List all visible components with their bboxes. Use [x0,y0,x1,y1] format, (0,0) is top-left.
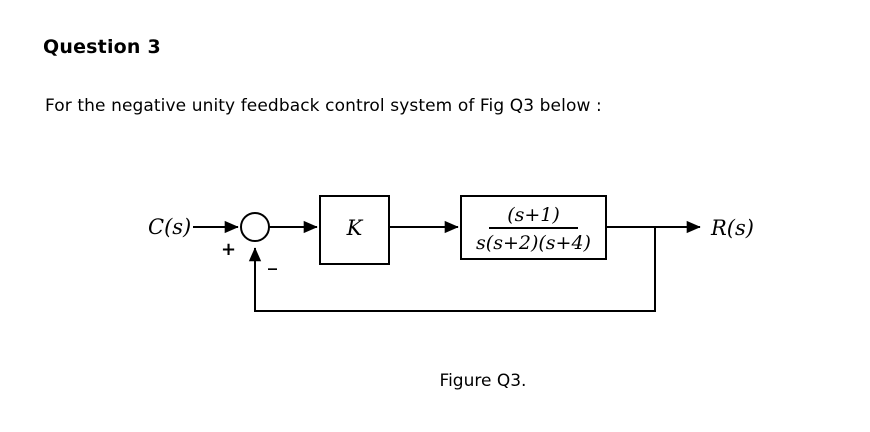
plus-sign-label: + [221,239,236,260]
summing-junction [240,212,270,242]
minus-sign-label: _ [268,250,277,271]
question-prompt: For the negative unity feedback control … [45,96,602,116]
page-title: Question 3 [43,36,161,58]
unity-feedback-path [248,227,656,312]
figure-caption-row: Figure Q3. [0,371,870,391]
gain-block [319,195,390,265]
gain-block-label: K [346,216,364,240]
output-signal-label: R(s) [710,216,754,240]
block-diagram: C(s) + _ K (s+1) s(s+2)(s+4) [0,150,870,350]
figure-caption: Figure Q3. [439,371,527,391]
plant-numerator-label: (s+1) [507,204,560,226]
plant-denominator-label: s(s+2)(s+4) [476,232,591,254]
input-signal-label: C(s) [148,215,191,239]
